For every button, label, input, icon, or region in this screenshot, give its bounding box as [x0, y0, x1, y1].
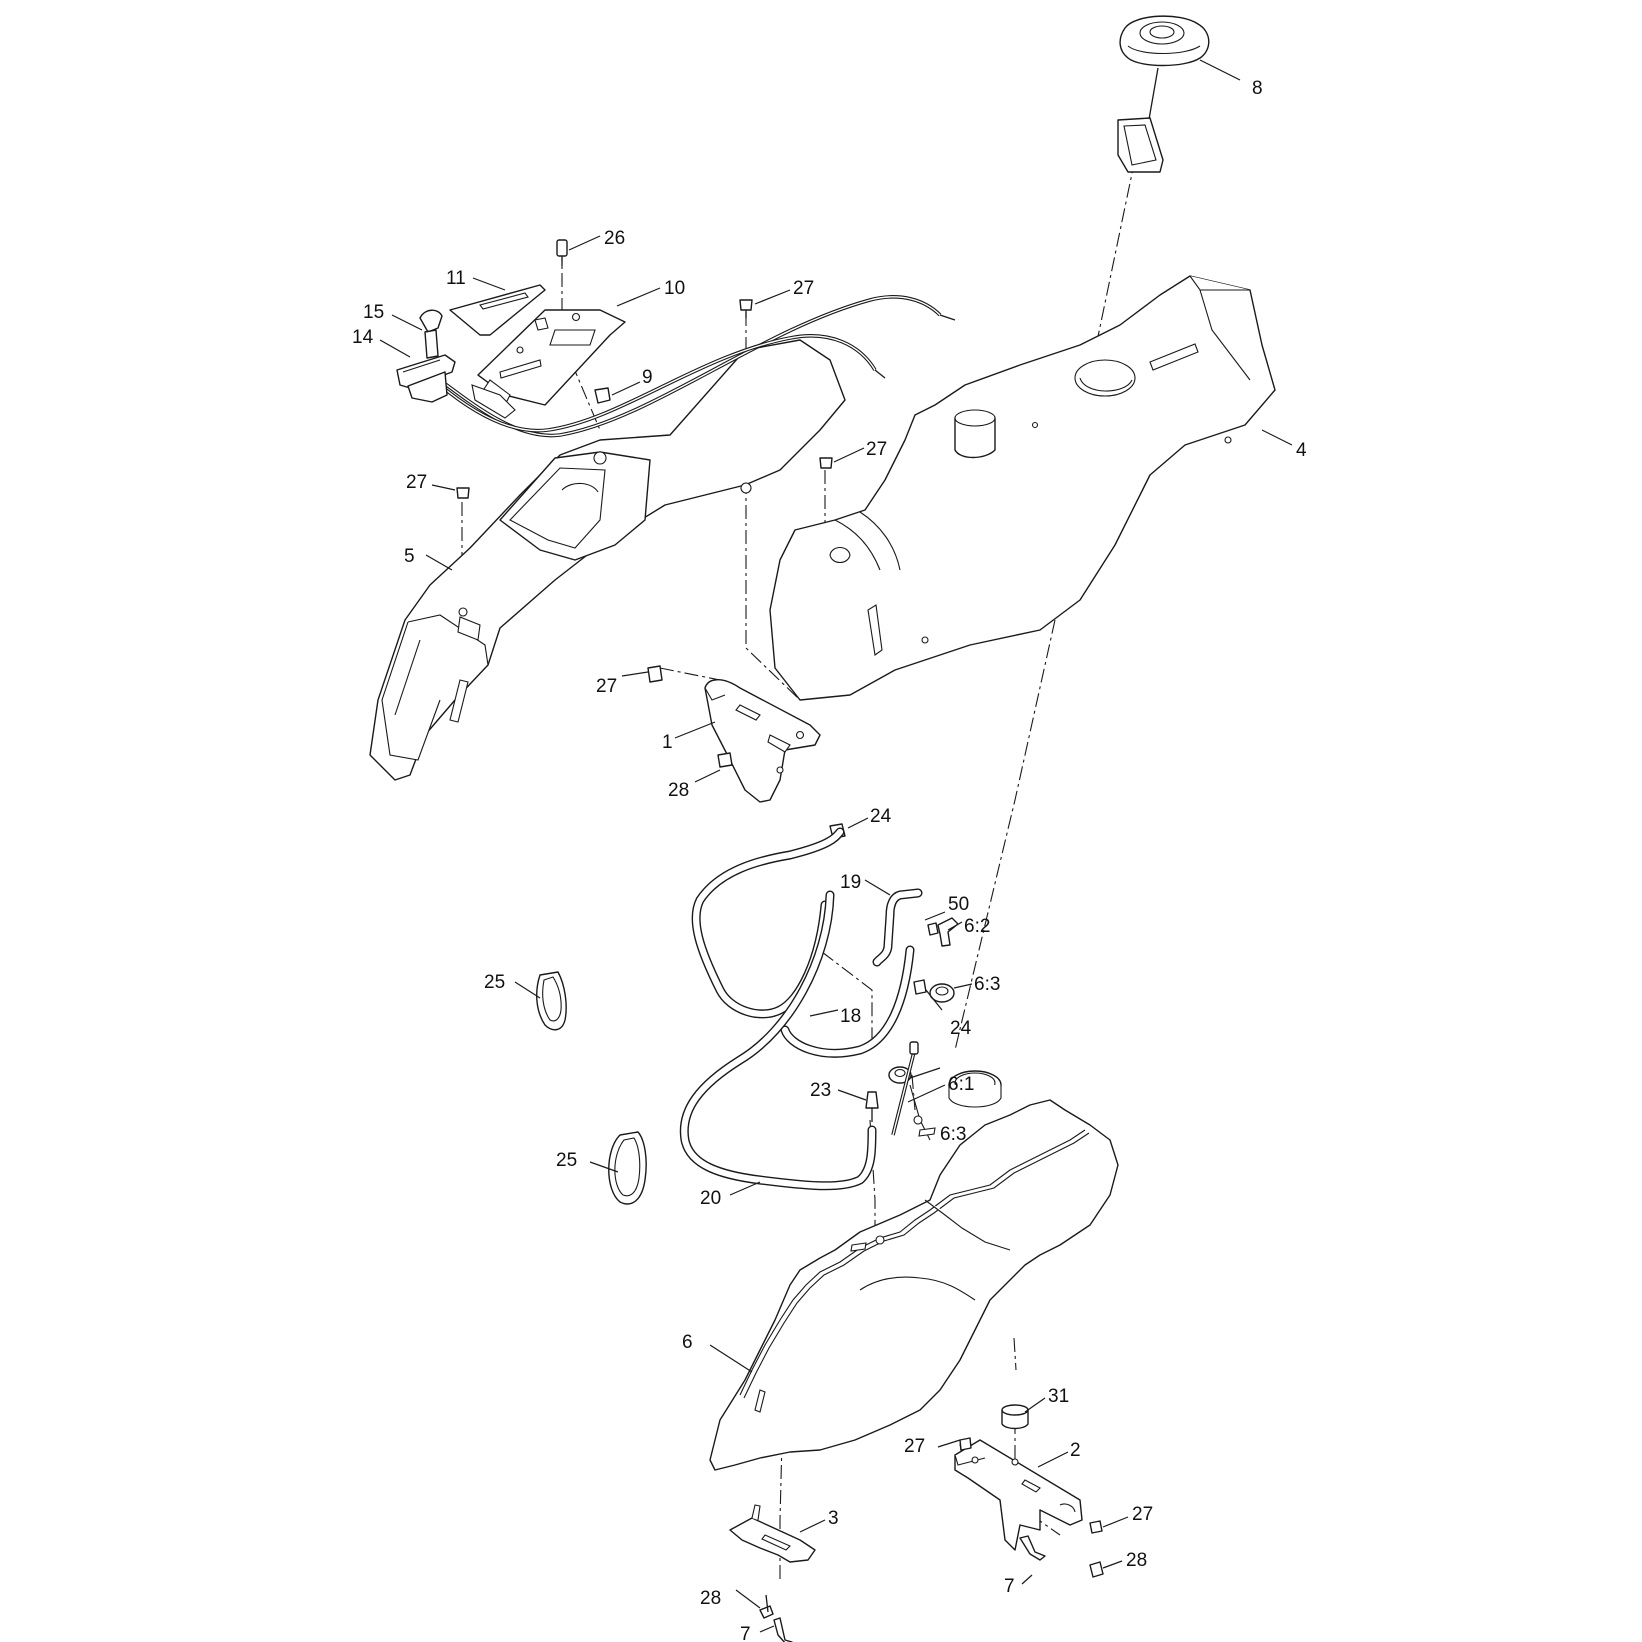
callout-25-bottom: 25 — [556, 1150, 577, 1171]
callout-50: 50 — [948, 894, 969, 915]
strap-part-25-bottom — [608, 1131, 647, 1205]
callout-7-right: 7 — [740, 1624, 751, 1642]
callout-26: 26 — [604, 228, 625, 249]
callout-3: 3 — [828, 1508, 839, 1529]
hose-part-18 — [691, 827, 915, 1058]
callout-15: 15 — [363, 302, 384, 323]
callout-6-3-top: 6:3 — [974, 974, 1000, 995]
decal-part-11 — [449, 284, 546, 336]
bumper-part-31 — [1001, 1404, 1029, 1430]
control-handle-part-14 — [396, 354, 456, 403]
callout-6-2: 6:2 — [964, 916, 990, 937]
callout-31: 31 — [1048, 1386, 1069, 1407]
console-panel-part-5 — [369, 339, 846, 781]
callout-28-top: 28 — [668, 780, 689, 801]
throttle-cables — [438, 295, 956, 438]
callout-25-top: 25 — [484, 972, 505, 993]
callout-6-1: 6:1 — [948, 1074, 974, 1095]
callout-6: 6 — [682, 1332, 693, 1353]
knob-part-15 — [419, 309, 443, 359]
callout-28-bottom-left: 28 — [700, 1588, 721, 1609]
callout-27-bracket2: 27 — [904, 1436, 925, 1457]
callout-27-left: 27 — [406, 472, 427, 493]
fitting-part-24-mid — [913, 979, 927, 995]
callout-14: 14 — [352, 327, 374, 348]
elbow-hose-part-19 — [872, 888, 923, 967]
callout-10: 10 — [664, 278, 685, 299]
callout-6-3-bottom: 6:3 — [940, 1124, 966, 1145]
fuel-tank-part-6 — [709, 1070, 1119, 1471]
bracket-plate-part-10 — [471, 309, 626, 419]
callout-18: 18 — [840, 1006, 861, 1027]
clip-part-9 — [594, 387, 611, 404]
fastener-part-27-top — [739, 299, 753, 318]
callout-5: 5 — [404, 546, 415, 567]
fuel-cap-part-8 — [1117, 15, 1210, 173]
strap-part-25-top — [536, 971, 567, 1031]
elbow-part-6-2 — [937, 917, 959, 947]
callout-labels: 8 26 11 10 27 15 14 9 27 4 27 5 27 1 28 … — [352, 78, 1307, 1642]
bracket-part-2 — [954, 1437, 1104, 1578]
pickup-tube-part-6-1 — [891, 1041, 919, 1136]
callout-11: 11 — [446, 268, 466, 289]
fastener-part-27-mid — [819, 457, 833, 469]
bolt-part-28-bottom-left — [759, 1594, 774, 1619]
clip-part-7-right — [1019, 1535, 1046, 1561]
callout-28-bottom-right: 28 — [1126, 1550, 1147, 1571]
leader-lines — [379, 59, 1293, 1633]
callout-4: 4 — [1296, 440, 1307, 461]
callout-24-top: 24 — [870, 806, 892, 827]
standpipe-part-23 — [865, 1091, 879, 1122]
callout-24-mid: 24 — [950, 1018, 972, 1039]
callout-20: 20 — [700, 1188, 721, 1209]
callout-1: 1 — [662, 732, 673, 753]
callout-27-bottom: 27 — [1132, 1504, 1153, 1525]
bracket-part-3 — [729, 1504, 816, 1563]
callout-19: 19 — [840, 872, 861, 893]
hose-part-20 — [679, 890, 877, 1191]
callout-27-mid: 27 — [866, 439, 887, 460]
callout-7-left: 7 — [1004, 1576, 1015, 1597]
screw-part-26 — [556, 239, 568, 266]
callout-23: 23 — [810, 1080, 831, 1101]
fitting-part-50 — [927, 922, 939, 936]
clip-part-7-left — [773, 1617, 793, 1642]
callout-9: 9 — [642, 367, 653, 388]
callout-27-bracket: 27 — [596, 676, 617, 697]
fastener-part-27-left — [456, 487, 470, 499]
callout-27-top: 27 — [793, 278, 814, 299]
grommet-part-6-3-top — [929, 983, 955, 1003]
callout-8: 8 — [1252, 78, 1263, 99]
bracket-part-1 — [647, 665, 821, 803]
tank-cover-part-4 — [769, 275, 1276, 701]
callout-2: 2 — [1070, 1440, 1081, 1461]
